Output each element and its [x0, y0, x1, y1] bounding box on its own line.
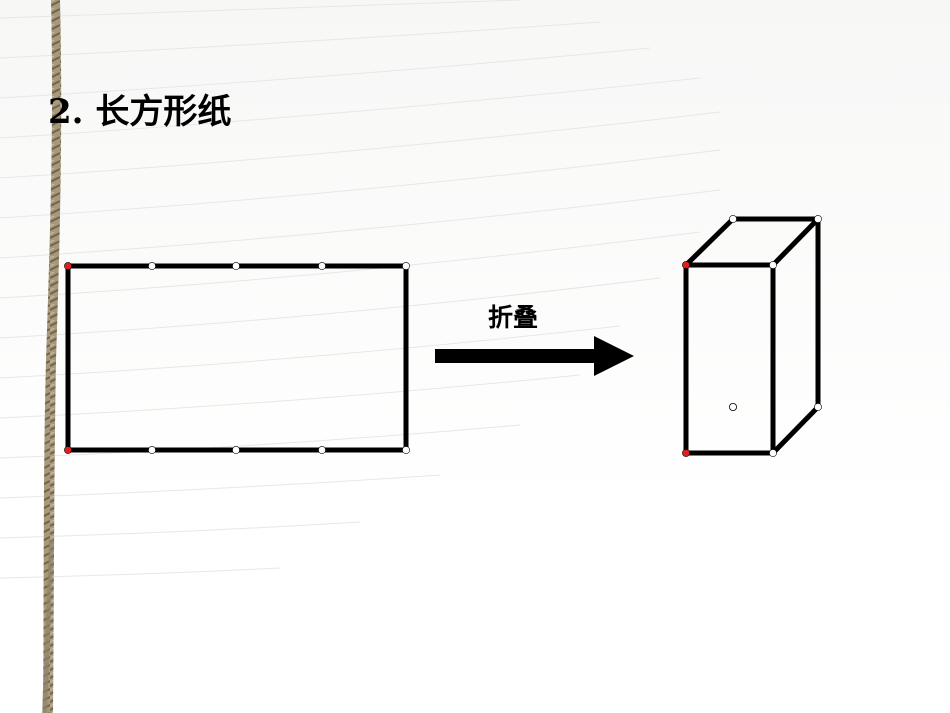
right-arrow-icon — [435, 336, 634, 376]
rectangular-prism — [683, 216, 821, 456]
decorative-cord — [42, 0, 62, 713]
prism-corner-point-red — [682, 261, 690, 269]
prism-corner-point — [814, 403, 822, 411]
prism-top-right-edge — [771, 217, 820, 267]
fold-label: 折叠 — [488, 303, 539, 332]
prism-corner-point — [729, 215, 737, 223]
prism-corner-point — [769, 449, 777, 457]
prism-bottom-right-edge — [771, 405, 820, 455]
prism-points — [682, 215, 822, 457]
rectangle-corner-point — [402, 262, 410, 270]
prism-corner-point-red — [682, 449, 690, 457]
rectangle-edge-point — [148, 446, 156, 454]
prism-corner-point — [769, 261, 777, 269]
prism-hidden-corner-point — [729, 402, 738, 411]
rectangle-points — [64, 262, 410, 454]
rectangle-corner-point-red — [64, 262, 72, 270]
prism-front-face — [683, 262, 776, 456]
rectangle-paper — [64, 262, 410, 454]
rectangle-corner-point — [402, 446, 410, 454]
rectangle-edge-point — [232, 262, 240, 270]
rectangle-outline — [65, 263, 409, 453]
rectangle-edge-point — [318, 262, 326, 270]
rectangle-edge-point — [318, 446, 326, 454]
page-title: 2. 长方形纸 — [48, 92, 232, 132]
prism-top-left-edge — [684, 217, 735, 267]
rectangle-corner-point-red — [64, 446, 72, 454]
rectangle-edge-point — [232, 446, 240, 454]
rectangle-edge-point — [148, 262, 156, 270]
prism-corner-point — [814, 215, 822, 223]
